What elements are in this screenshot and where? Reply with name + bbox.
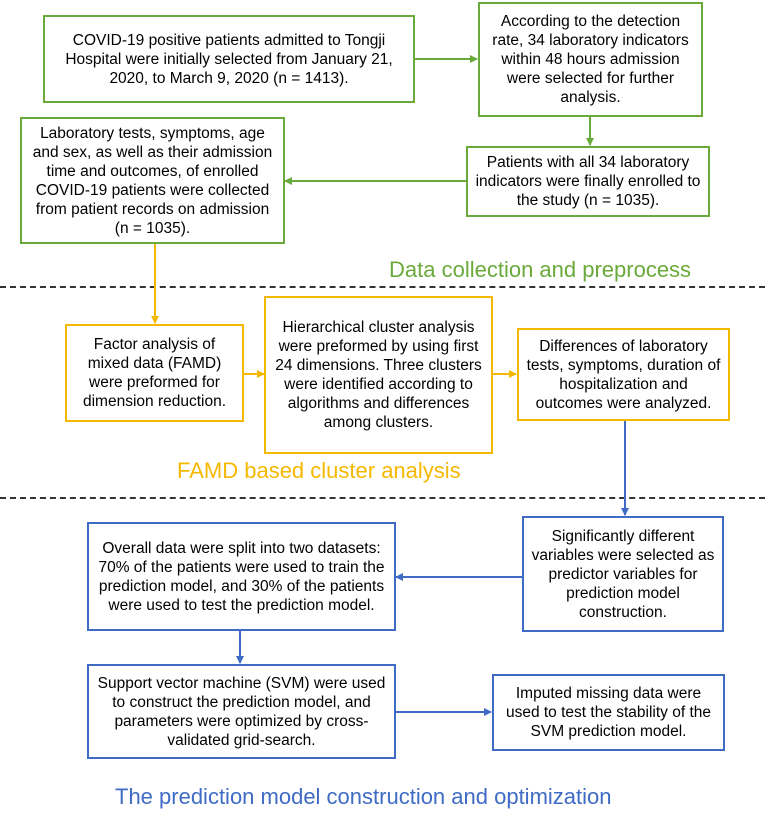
section-title-prediction-model: The prediction model construction and op…	[115, 784, 612, 809]
box-stability-test: Imputed missing data were used to test t…	[492, 674, 725, 751]
section-title-famd: FAMD based cluster analysis	[177, 458, 461, 483]
box-enrolled-patients: Patients with all 34 laboratory indicato…	[466, 146, 710, 217]
section-divider-2	[0, 497, 765, 499]
box-predictor-variables: Significantly different variables were s…	[522, 516, 724, 632]
box-hierarchical-cluster: Hierarchical cluster analysis were prefo…	[264, 296, 493, 454]
box-data-collected: Laboratory tests, symptoms, age and sex,…	[20, 117, 285, 244]
box-svm-model: Support vector machine (SVM) were used t…	[87, 664, 396, 759]
box-initial-selection: COVID-19 positive patients admitted to T…	[43, 15, 415, 103]
section-divider-1	[0, 286, 765, 288]
box-differences-analyzed: Differences of laboratory tests, symptom…	[517, 328, 730, 421]
section-title-data-collection: Data collection and preprocess	[389, 257, 692, 282]
box-famd: Factor analysis of mixed data (FAMD) wer…	[65, 324, 244, 422]
box-indicator-selection: According to the detection rate, 34 labo…	[478, 2, 703, 117]
box-data-split: Overall data were split into two dataset…	[87, 522, 396, 631]
